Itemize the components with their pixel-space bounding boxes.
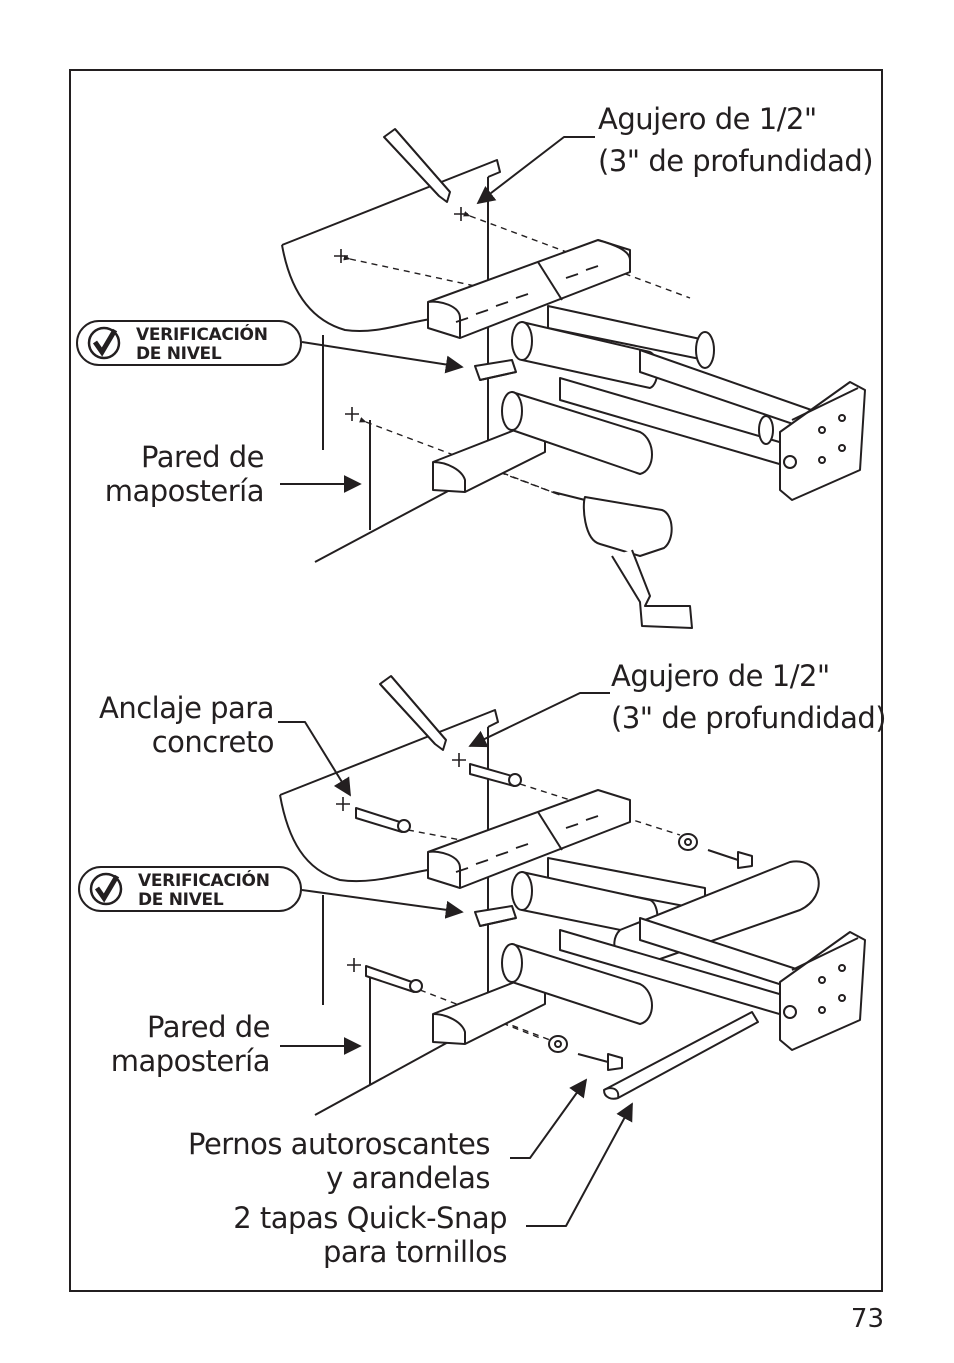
- plate-slots: [455, 265, 599, 323]
- check-circle-icon: [89, 872, 123, 906]
- articulating-arms: [501, 305, 841, 475]
- callout-lines: [278, 692, 633, 1227]
- bottom-diagram: [278, 675, 866, 1227]
- drill-marks: [334, 207, 468, 421]
- page-frame: [69, 69, 883, 1292]
- drill-marks: [336, 753, 466, 972]
- level-check-badge-bottom: VERIFICACIÓN DE NIVEL: [78, 866, 302, 912]
- caps-label: 2 tapas Quick-Snap para tornillos: [233, 1201, 507, 1269]
- tv-mount-bracket: [779, 381, 866, 501]
- top-diagram: [280, 128, 866, 629]
- page-number: 73: [850, 1304, 884, 1334]
- bubble-level: [474, 905, 517, 927]
- hole-label-bottom: Agujero de 1/2" (3" de profundidad): [611, 659, 887, 735]
- masonry-wall: [281, 159, 526, 563]
- pencil-icon: [379, 675, 447, 751]
- hole-label-top: Agujero de 1/2" (3" de profundidad): [598, 102, 874, 178]
- plate-slots: [455, 815, 599, 873]
- bolts-label: Pernos autoroscantes y arandelas: [188, 1127, 490, 1195]
- check-circle-icon: [87, 326, 121, 360]
- level-check-text: VERIFICACIÓN DE NIVEL: [136, 325, 268, 364]
- pencil-icon: [383, 128, 451, 203]
- upper-wall-plate: [427, 789, 631, 889]
- quick-snap-cap-icon: [603, 1011, 759, 1100]
- callout-lines: [280, 136, 595, 493]
- level-check-text: VERIFICACIÓN DE NIVEL: [138, 871, 270, 910]
- power-drill-icon: [552, 491, 693, 629]
- wall-label-top: Pared de mapostería: [104, 440, 265, 508]
- upper-wall-plate: [427, 239, 631, 339]
- wall-label-bottom: Pared de mapostería: [110, 1010, 271, 1078]
- concrete-anchor-icon: [355, 763, 522, 993]
- anchor-label: Anclaje para concreto: [99, 691, 274, 759]
- level-check-badge-top: VERIFICACIÓN DE NIVEL: [76, 320, 302, 366]
- bubble-level: [474, 359, 517, 381]
- tv-mount-bracket: [779, 931, 866, 1051]
